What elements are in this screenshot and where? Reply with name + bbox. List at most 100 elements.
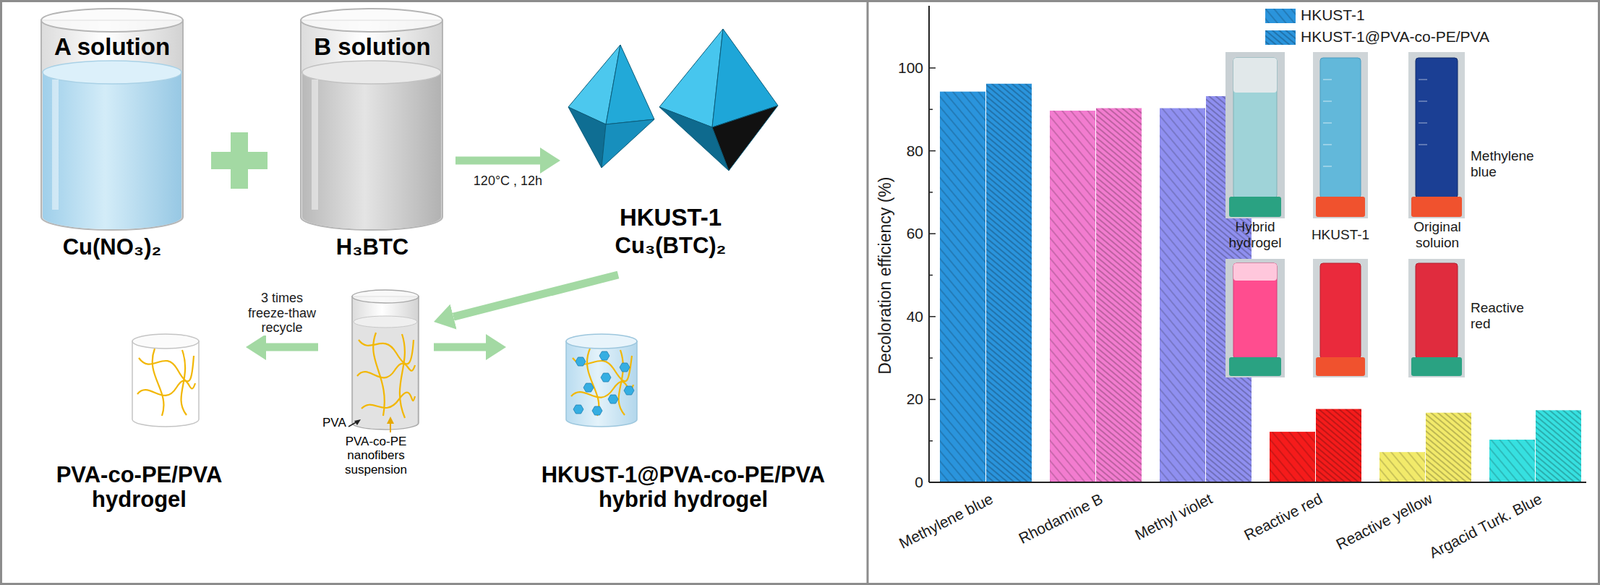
- process-arrow: [455, 156, 541, 165]
- suspension-beaker-drawing: [352, 289, 419, 303]
- vial-photos: [1323, 101, 1332, 102]
- label-holder: 80: [906, 142, 925, 160]
- hybrid-cylinder-drawing: [619, 362, 630, 372]
- legend-entry: HKUST-1: [1300, 6, 1366, 24]
- label-holder: 20: [906, 390, 925, 408]
- hybrid-cylinder-drawing: [623, 386, 635, 395]
- axis-tick: [929, 357, 933, 359]
- plus-sign: [230, 132, 248, 189]
- vial-photos: [1320, 57, 1361, 199]
- data-bar: [1096, 108, 1142, 483]
- x-axis: [929, 481, 1587, 483]
- photo-label: Hybrid hydrogel: [1221, 219, 1290, 251]
- beaker-a-drawing: [41, 8, 183, 230]
- label-holder: Methyl violet: [1132, 489, 1217, 544]
- beaker-b-drawing: [302, 60, 442, 84]
- data-bar: [986, 83, 1032, 483]
- vial-photos: [1323, 166, 1332, 168]
- beaker-b-drawing: [300, 8, 443, 32]
- data-bar: [1269, 431, 1316, 483]
- label-holder: Methylene blue: [895, 489, 997, 553]
- edge-label-holder: 120°C , 12h: [472, 173, 544, 189]
- suspension-beaker-drawing: [357, 332, 416, 418]
- vial-photos: [1415, 57, 1458, 199]
- tick-label: 40: [906, 307, 924, 326]
- vial-photos: [1408, 258, 1465, 378]
- formula-text: H₃BTC: [289, 234, 456, 261]
- beaker-b-drawing: [302, 72, 442, 230]
- data-bar: [1049, 110, 1096, 483]
- label-holder: HKUST-1: [1311, 227, 1371, 243]
- panel-frame: [866, 1, 870, 584]
- hybrid-cylinder-drawing: [573, 404, 584, 414]
- suspension-beaker-drawing: [399, 334, 405, 418]
- vial-photos: [1418, 144, 1428, 146]
- axis-tick: [929, 440, 933, 442]
- label-holder: 60: [906, 224, 925, 243]
- vial-photos: [1323, 79, 1332, 81]
- axis-tick: [929, 399, 936, 401]
- axis-tick: [929, 315, 936, 318]
- hydrogel-cylinder-drawing: [181, 349, 187, 416]
- heading-text: A solution: [28, 33, 196, 61]
- vial-photos: [1323, 122, 1332, 124]
- vial-photos: [1233, 263, 1277, 359]
- axis-tick: [929, 191, 933, 194]
- hydrogel-node: PVA-co-PE/PVA hydrogel: [32, 328, 246, 519]
- axis-tick: [929, 232, 936, 235]
- crystal-drawing: [601, 119, 655, 168]
- vial-photos: [1408, 52, 1465, 219]
- process-arrow: [266, 343, 319, 352]
- crystal-drawing: [712, 105, 778, 171]
- data-bar: [1379, 451, 1426, 483]
- vial-photos: [1233, 57, 1277, 199]
- vial-photos: [1225, 52, 1465, 378]
- axis-tick: [929, 481, 936, 483]
- suspension-beaker-drawing: [353, 315, 418, 328]
- label-holder: Hybrid hydrogel: [1221, 219, 1291, 251]
- pointer-arrows: [354, 419, 361, 426]
- label-holder: 100: [897, 59, 925, 77]
- edge-label-holder: 3 times freeze-thaw recycle: [240, 290, 324, 336]
- hybrid-cylinder-drawing: [599, 351, 610, 361]
- vial-photos: [1418, 79, 1428, 81]
- crystal-drawing: [605, 44, 655, 125]
- vial-photos: [1225, 52, 1285, 219]
- data-bar: [1535, 409, 1582, 483]
- label-holder: Decoloration efficiency (%): [876, 175, 896, 375]
- vial-photos: [1415, 263, 1458, 359]
- vial-photos: [1225, 258, 1285, 378]
- category-label: Methyl violet: [1132, 490, 1216, 544]
- heading-text: B solution: [289, 33, 456, 61]
- beaker-b-drawing: [300, 20, 443, 230]
- formula-text: Cu₃(BTC)₂: [560, 232, 781, 259]
- hybrid-cylinder-drawing: [608, 394, 619, 404]
- hybrid-cylinder-drawing: [571, 348, 634, 416]
- tick-label: 60: [906, 224, 924, 243]
- legend-swatch: [1265, 8, 1296, 24]
- hybrid-hydrogel-node: HKUST-1@PVA-co-PE/PVA hybrid hydrogel: [506, 328, 861, 519]
- hybrid-cylinder-drawing: [618, 349, 625, 416]
- hybrid-cylinder-drawing: [566, 341, 637, 427]
- condition-label: 120°C , 12h: [472, 173, 544, 189]
- hydrogel-cylinder-drawing: [132, 334, 199, 427]
- suspension-beaker-drawing: [361, 392, 416, 409]
- photo-label: Original soluion: [1405, 219, 1470, 251]
- pointer-arrows: [348, 416, 395, 433]
- hybrid-cylinder-drawing: [566, 334, 637, 349]
- tick-label: 100: [897, 59, 924, 77]
- label-holder: 40: [906, 307, 925, 326]
- label-holder: Original soluion: [1405, 219, 1470, 251]
- vial-photos: [1312, 52, 1368, 219]
- axis-tick: [929, 274, 933, 277]
- condition-label: 3 times freeze-thaw recycle: [240, 290, 324, 336]
- tick-label: 0: [914, 473, 924, 491]
- vial-photos: [1229, 196, 1282, 217]
- category-label: Reactive red: [1241, 490, 1326, 545]
- data-bar: [1315, 409, 1362, 483]
